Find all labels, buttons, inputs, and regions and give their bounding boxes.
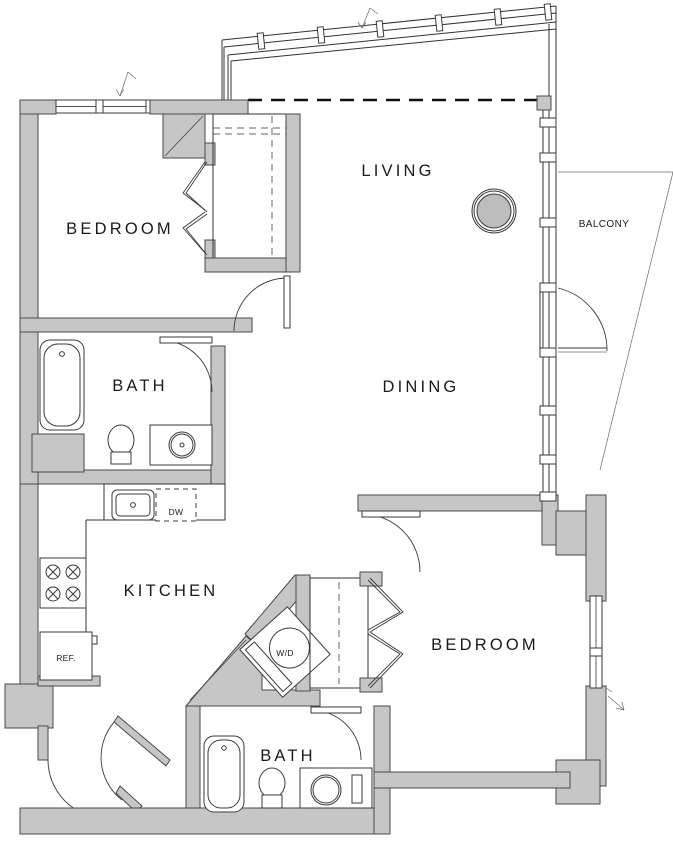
east-curtain-wall bbox=[536, 95, 557, 502]
wall-north-stub-left bbox=[19, 99, 57, 115]
east-outer-glazing bbox=[548, 6, 557, 96]
linen-closet-bath1 bbox=[31, 433, 85, 473]
wall-south-bedroom1 bbox=[19, 317, 253, 333]
balcony-door[interactable] bbox=[557, 287, 608, 352]
walls-bath-1 bbox=[19, 331, 226, 485]
door-bedroom-1[interactable] bbox=[233, 275, 291, 332]
room-label-dining: DINING bbox=[383, 378, 460, 396]
wall-west-bath2 bbox=[185, 705, 201, 821]
wall-east-bath1 bbox=[210, 345, 226, 485]
window-operator-arrow-top bbox=[357, 7, 379, 29]
refrigerator-label: REF. bbox=[56, 653, 76, 663]
wall-entry-jamb bbox=[37, 725, 49, 761]
wall-west-kitchen bbox=[19, 483, 39, 685]
room-labels: BEDROOM LIVING DINING BATH KITCHEN BEDRO… bbox=[66, 162, 629, 765]
closet-bedroom-1 bbox=[162, 113, 301, 273]
window-bedroom-2 bbox=[589, 595, 625, 711]
top-mullions bbox=[256, 3, 553, 50]
room-label-balcony: BALCONY bbox=[579, 219, 630, 230]
walls-bath-2 bbox=[19, 705, 391, 835]
wall-east-upper-bedroom2 bbox=[585, 494, 607, 602]
wall-entry-jog bbox=[4, 683, 54, 729]
wall-south-exterior bbox=[19, 807, 391, 835]
wall-head-east bbox=[536, 95, 552, 111]
living-column bbox=[471, 188, 517, 234]
dishwasher-label: DW bbox=[169, 507, 184, 517]
door-bath-1[interactable] bbox=[159, 336, 213, 393]
room-label-bedroom-2: BEDROOM bbox=[431, 636, 539, 654]
closet2-jamb-bottom bbox=[359, 677, 383, 693]
wall-west-bedroom1 bbox=[19, 99, 39, 333]
vanity-sink-1 bbox=[149, 424, 213, 466]
bathtub-1 bbox=[39, 339, 85, 431]
closet-bedroom-2 bbox=[309, 571, 404, 693]
walls-kitchen: DW REF. bbox=[4, 483, 226, 761]
wall-closet-east bbox=[285, 113, 301, 273]
cooktop bbox=[39, 557, 87, 609]
wall-north-bedroom2 bbox=[357, 494, 559, 512]
room-label-bath-2: BATH bbox=[260, 747, 316, 765]
balcony bbox=[557, 171, 673, 471]
laundry-enclosure: W/D bbox=[184, 574, 331, 707]
hall-door[interactable] bbox=[100, 715, 171, 813]
walls-bedroom-2 bbox=[357, 494, 625, 805]
walls-bedroom-1 bbox=[19, 71, 253, 333]
washer-dryer-label: W/D bbox=[276, 648, 293, 658]
door-bedroom-2[interactable] bbox=[361, 510, 421, 573]
toilet-1 bbox=[107, 424, 135, 465]
toilet-2 bbox=[258, 767, 286, 809]
washer-dryer bbox=[239, 606, 331, 698]
wall-north-bedroom1-right bbox=[149, 99, 249, 115]
wall-east-bath2 bbox=[373, 705, 391, 835]
room-label-bedroom-1: BEDROOM bbox=[66, 220, 174, 238]
door-bath-2[interactable] bbox=[310, 706, 362, 761]
bathtub-2 bbox=[203, 735, 245, 813]
room-label-bath-1: BATH bbox=[112, 377, 168, 395]
room-label-living: LIVING bbox=[361, 162, 434, 180]
refrigerator: REF. bbox=[39, 631, 98, 681]
wall-south-bedroom2 bbox=[373, 771, 571, 789]
closet-jamb-top bbox=[204, 142, 216, 166]
east-mullions bbox=[539, 117, 557, 502]
room-label-kitchen: KITCHEN bbox=[124, 582, 219, 600]
vanity-sink-2 bbox=[299, 767, 373, 809]
dishwasher: DW bbox=[155, 488, 197, 522]
top-curtain-wall bbox=[221, 3, 557, 105]
kitchen-sink bbox=[111, 489, 155, 521]
